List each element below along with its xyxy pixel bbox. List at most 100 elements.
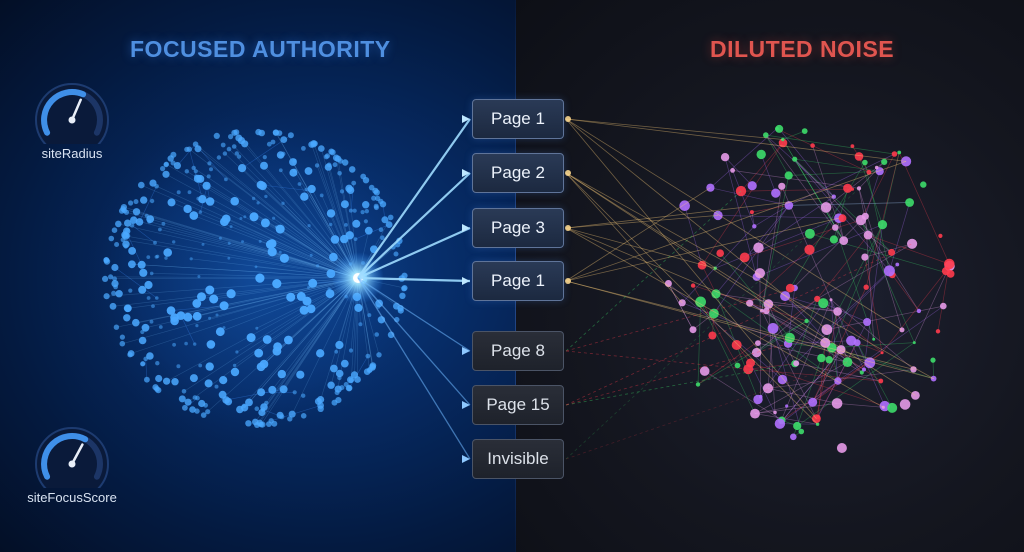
sphere-node: [229, 225, 233, 229]
noise-node: [843, 183, 853, 193]
sphere-node: [124, 219, 132, 227]
sphere-node: [255, 326, 259, 330]
sphere-node: [235, 350, 239, 354]
noise-link: [856, 342, 893, 409]
sphere-node: [279, 414, 285, 420]
noise-link: [668, 283, 694, 330]
page-noise-link: [565, 217, 839, 282]
sphere-node: [149, 271, 154, 276]
noise-link: [788, 340, 852, 345]
sphere-node: [113, 324, 120, 330]
sphere-node: [272, 346, 282, 356]
sphere-node: [257, 388, 266, 397]
noise-link: [881, 270, 947, 353]
sphere-node: [278, 168, 283, 173]
sphere-node: [275, 224, 285, 234]
hub-spoke: [275, 132, 359, 279]
noise-link: [684, 205, 703, 266]
noise-node: [720, 153, 730, 162]
hub-spoke: [156, 186, 359, 279]
sphere-node: [316, 264, 320, 268]
noise-link: [767, 328, 774, 389]
sphere-node: [325, 289, 335, 299]
noise-node: [832, 224, 839, 231]
noise-node: [713, 266, 717, 270]
noise-node: [793, 360, 800, 367]
hub-spoke: [131, 263, 359, 279]
noise-link: [860, 219, 915, 343]
sphere-node: [103, 258, 111, 265]
sphere-node: [378, 227, 384, 232]
authority-beam: [357, 226, 471, 280]
sphere-node: [192, 141, 199, 147]
noise-node: [695, 382, 701, 387]
sphere-node: [128, 247, 137, 255]
sphere-node: [385, 221, 393, 229]
noise-node: [753, 242, 764, 253]
sphere-node: [249, 212, 259, 222]
noise-link: [710, 187, 789, 206]
sphere-node: [163, 248, 172, 257]
sphere-node: [254, 348, 264, 358]
sphere-node: [215, 313, 219, 317]
noise-link: [778, 128, 835, 197]
site-focus-score-gauge: siteFocusScore: [22, 424, 122, 505]
sphere-node: [301, 146, 306, 151]
noise-link: [812, 349, 842, 403]
noise-link: [858, 188, 903, 331]
sphere-node: [354, 303, 363, 312]
sphere-node: [314, 163, 320, 168]
sphere-node: [222, 151, 228, 156]
sphere-node: [335, 369, 344, 378]
noise-node: [831, 194, 836, 199]
sphere-node: [342, 159, 349, 166]
sphere-node: [219, 376, 228, 385]
sphere-node: [329, 222, 333, 227]
sphere-node: [296, 291, 306, 301]
noise-node: [856, 186, 862, 191]
noise-link: [779, 299, 832, 424]
noise-node: [859, 370, 864, 375]
noise-node: [755, 340, 761, 346]
noise-link: [785, 295, 838, 312]
noise-node: [762, 383, 774, 394]
sphere-node: [183, 204, 192, 214]
sphere-node: [262, 155, 267, 160]
noise-link: [788, 202, 910, 206]
noise-link: [701, 265, 717, 295]
noise-link: [860, 153, 895, 221]
sphere-node: [272, 279, 282, 289]
page-box-page-3: Page 3: [472, 208, 564, 248]
sphere-node: [141, 323, 150, 332]
noise-link: [668, 283, 694, 330]
noise-node: [690, 283, 696, 288]
sphere-node: [189, 257, 193, 261]
noise-link: [682, 302, 789, 345]
hub-spoke: [116, 277, 359, 328]
sphere-node: [258, 408, 266, 417]
noise-node: [839, 236, 849, 246]
sphere-node: [158, 227, 162, 232]
sphere-node: [119, 340, 126, 347]
noise-link: [697, 301, 701, 385]
noise-node: [713, 210, 723, 221]
noise-link: [756, 320, 807, 353]
noise-node: [750, 408, 760, 419]
hub-spoke: [239, 277, 359, 410]
noise-link: [858, 156, 883, 225]
sphere-node: [364, 209, 369, 214]
sphere-node: [262, 335, 272, 344]
noise-link: [816, 298, 883, 353]
sphere-node: [373, 205, 379, 211]
page-link-spark: [565, 225, 571, 231]
sphere-node: [327, 287, 331, 291]
noise-node: [760, 308, 764, 313]
noise-link: [782, 139, 844, 241]
page-noise-link: [565, 118, 903, 331]
page-noise-link: [565, 196, 834, 229]
sphere-node: [205, 409, 211, 415]
sphere-node: [151, 304, 155, 308]
noise-link: [768, 304, 776, 413]
sphere-node: [146, 352, 154, 360]
hub-spoke: [125, 235, 359, 279]
